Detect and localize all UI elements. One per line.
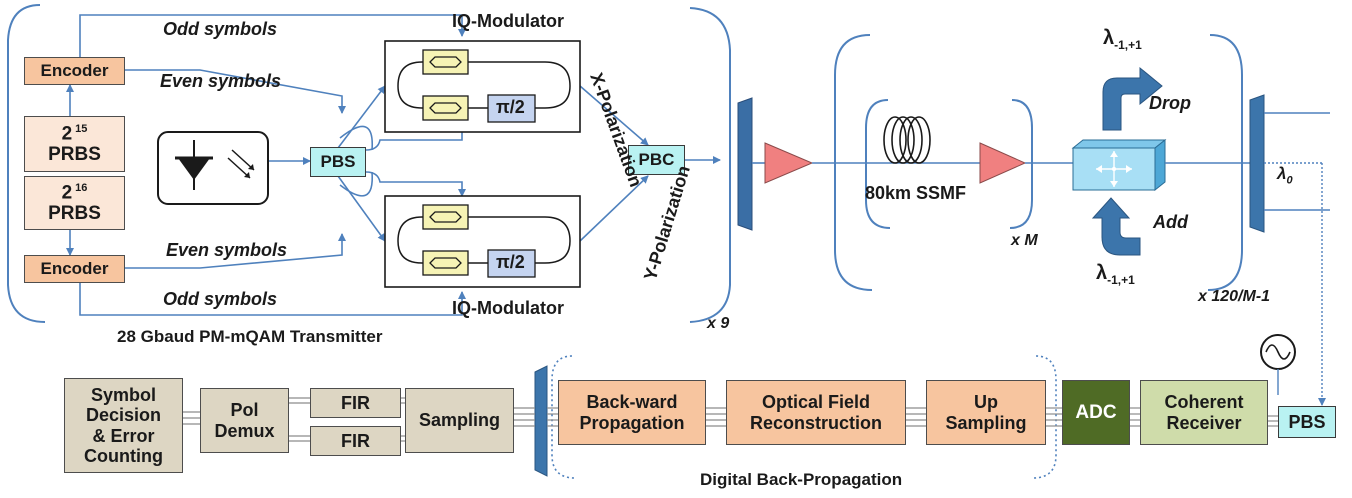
pol-demux-line-1: Pol xyxy=(230,400,259,421)
dbp-bracket-left xyxy=(551,355,576,479)
lambda-neighbors-top: λ-1,+1 xyxy=(1103,27,1142,52)
pbs-cross-arc-top xyxy=(339,125,373,151)
pbs-to-mod-bottom-right xyxy=(365,171,466,197)
backward-line-2: Propagation xyxy=(579,412,685,433)
drop-arrow xyxy=(1102,66,1163,131)
prbs-16-base: 2 xyxy=(61,181,73,203)
demux-shape xyxy=(1249,94,1265,233)
iq-modulator-top-block xyxy=(384,40,581,133)
pol-demux-line-2: Demux xyxy=(214,420,275,441)
lambda-bottom-sub: -1,+1 xyxy=(1107,273,1135,287)
pbs-to-mod-bottom xyxy=(337,175,386,242)
drop-label: Drop xyxy=(1149,93,1191,113)
prbs-15-label: PRBS xyxy=(48,144,101,166)
lambda-center: λ0 xyxy=(1277,164,1293,186)
pbc-box: PBC xyxy=(628,145,685,175)
even-symbols-bottom-label: Even symbols xyxy=(166,240,288,260)
lambda-neighbors-bottom: λ-1,+1 xyxy=(1096,262,1135,287)
lambda-bottom-base: λ xyxy=(1096,262,1108,284)
transmitter-title: 28 Gbaud PM-mQAM Transmitter xyxy=(117,327,383,346)
fiber-label: 80km SSMF xyxy=(865,183,967,203)
laser-icon xyxy=(157,131,269,205)
roadm-bracket-left xyxy=(834,34,873,291)
pbs-cross-arc-bottom xyxy=(339,171,373,197)
even-symbols-top-label: Even symbols xyxy=(160,71,282,91)
coherent-line-2: Receiver xyxy=(1166,412,1242,433)
span-repeat-label: x M xyxy=(1011,232,1038,249)
sampling-box: Sampling xyxy=(405,388,514,453)
mod-top-to-pbc xyxy=(579,85,649,146)
optical-field-box: Optical Field Reconstruction xyxy=(726,380,906,445)
transmitter-bracket xyxy=(7,4,46,323)
lambda-center-base: λ xyxy=(1277,164,1287,183)
optical-field-line-1: Optical Field xyxy=(761,392,871,413)
receiver-pbs-box: PBS xyxy=(1278,406,1336,438)
up-sampling-line-2: Sampling xyxy=(945,412,1027,433)
pol-demux-box: Pol Demux xyxy=(200,388,289,453)
transmitter-repeat: x 9 xyxy=(707,315,730,332)
decision-line-4: Counting xyxy=(84,445,163,466)
even-symbols-top-line xyxy=(125,69,346,114)
backward-line-1: Back-ward xyxy=(586,392,678,413)
phase-bottom-label: π/2 xyxy=(496,252,525,272)
optical-field-line-2: Reconstruction xyxy=(749,412,882,433)
mod-bottom-to-pbc xyxy=(579,175,649,242)
inline-amplifier xyxy=(979,142,1027,184)
booster-amplifier xyxy=(764,142,814,184)
lambda-center-sub: 0 xyxy=(1286,174,1293,187)
receiver-bus-lines xyxy=(183,397,1278,442)
decision-line-3: & Error xyxy=(92,425,155,446)
iq-modulator-bottom-block xyxy=(384,195,581,288)
odd-symbols-bottom-line xyxy=(79,283,466,316)
pbs-to-mod-top-right xyxy=(365,124,466,151)
span-bracket-right xyxy=(1009,99,1033,229)
prbs-15-base: 2 xyxy=(61,122,73,144)
decision-line-2: Decision xyxy=(85,405,162,426)
add-arrow xyxy=(1091,197,1141,256)
fir-bottom-box: FIR xyxy=(310,426,401,456)
prbs-15-exp: 15 xyxy=(75,122,88,135)
span-bracket-left xyxy=(865,99,891,229)
encoder-top: Encoder xyxy=(24,57,125,85)
add-label: Add xyxy=(1153,212,1188,232)
iq-modulator-bottom-label: IQ-Modulator xyxy=(452,298,564,318)
even-symbols-bottom-line xyxy=(125,233,346,269)
up-sampling-line-1: Up xyxy=(974,392,998,413)
symbol-decision-box: Symbol Decision & Error Counting xyxy=(64,378,183,473)
pbs-box: PBS xyxy=(310,147,366,177)
pbs-to-mod-top xyxy=(337,85,386,149)
decision-line-1: Symbol xyxy=(90,385,156,406)
odd-symbols-top-line xyxy=(79,14,466,58)
odd-symbols-bottom-label: Odd symbols xyxy=(163,289,278,309)
rx-mux-shape xyxy=(534,365,548,477)
iq-modulator-top-label: IQ-Modulator xyxy=(452,11,564,31)
roadm-switch-icon xyxy=(1071,138,1167,192)
mux-shape xyxy=(737,97,753,231)
prbs-16-exp: 16 xyxy=(75,181,88,194)
coherent-receiver-box: Coherent Receiver xyxy=(1140,380,1268,445)
odd-symbols-top-label: Odd symbols xyxy=(163,19,278,39)
dbp-label: Digital Back-Propagation xyxy=(700,470,903,489)
roadm-repeat-label: x 120/M-1 xyxy=(1198,288,1271,305)
lambda-top-sub: -1,+1 xyxy=(1114,38,1142,52)
phase-top-label: π/2 xyxy=(496,97,525,117)
dbp-bracket-right xyxy=(1032,355,1057,479)
prbs-16-label: PRBS xyxy=(48,203,101,225)
transmitter-bracket-right xyxy=(689,7,731,323)
encoder-bottom: Encoder xyxy=(24,255,125,283)
lambda-top-base: λ xyxy=(1103,27,1115,49)
backward-propagation-box: Back-ward Propagation xyxy=(558,380,706,445)
fir-top-box: FIR xyxy=(310,388,401,418)
coherent-line-1: Coherent xyxy=(1164,392,1244,413)
fiber-spool-icon xyxy=(883,116,931,164)
up-sampling-box: Up Sampling xyxy=(926,380,1046,445)
adc-box: ADC xyxy=(1062,380,1130,445)
